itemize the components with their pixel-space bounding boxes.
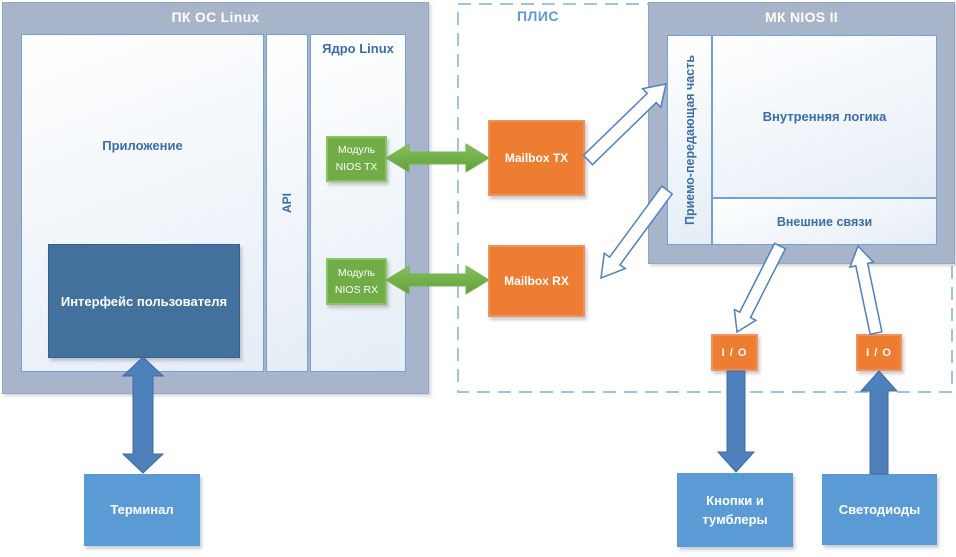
external-links-label: Внешние связи [776, 214, 873, 229]
module-nios-tx-line2: NIOS TX [335, 161, 378, 173]
pc-title: ПК ОС Linux [171, 9, 260, 25]
transceiver-box: Приемо-передающая часть [667, 35, 712, 245]
io-left-box: I / O [711, 334, 758, 371]
user-interface-label: Интерфейс пользователя [60, 293, 228, 309]
api-box: API [266, 34, 308, 372]
fpga-title: ПЛИС [516, 8, 560, 24]
leds-box: Светодиоды [822, 474, 937, 545]
io-right-box: I / O [856, 334, 902, 371]
module-nios-tx-line1: Модуль [337, 144, 376, 157]
internal-logic-box: Внутренняя логика [712, 35, 937, 198]
buttons-box: Кнопки и тумблеры [677, 473, 793, 547]
io-left-label: I / O [721, 346, 748, 359]
external-links-box: Внешние связи [712, 198, 937, 245]
module-nios-rx-line2: NIOS RX [334, 283, 379, 296]
buttons-label-line2: тумблеры [702, 512, 768, 527]
transceiver-label: Приемо-передающая часть [682, 54, 697, 226]
mcu-title: МК NIOS II [765, 9, 838, 25]
leds-label: Светодиоды [838, 501, 921, 517]
module-nios-tx-box: Модуль NIOS TX [326, 136, 387, 182]
terminal-label: Терминал [110, 502, 174, 518]
mailbox-rx-label: Mailbox RX [504, 274, 569, 288]
user-interface-box: Интерфейс пользователя [48, 244, 240, 358]
kernel-label: Ядро Linux [322, 41, 394, 56]
internal-logic-label: Внутренняя логика [762, 109, 887, 124]
application-label: Приложение [102, 138, 183, 153]
kernel-box: Ядро Linux [310, 34, 406, 372]
mailbox-tx-label: Mailbox TX [504, 151, 569, 165]
io-right-label: I / O [866, 346, 892, 359]
buttons-label-line1: Кнопки и [706, 492, 764, 508]
module-nios-rx-box: Модуль NIOS RX [326, 258, 387, 305]
terminal-box: Терминал [84, 474, 200, 546]
mailbox-tx-box: Mailbox TX [488, 120, 585, 196]
mailbox-rx-box: Mailbox RX [488, 245, 585, 317]
api-label: API [279, 192, 294, 214]
module-nios-rx-line1: Модуль [337, 266, 376, 279]
